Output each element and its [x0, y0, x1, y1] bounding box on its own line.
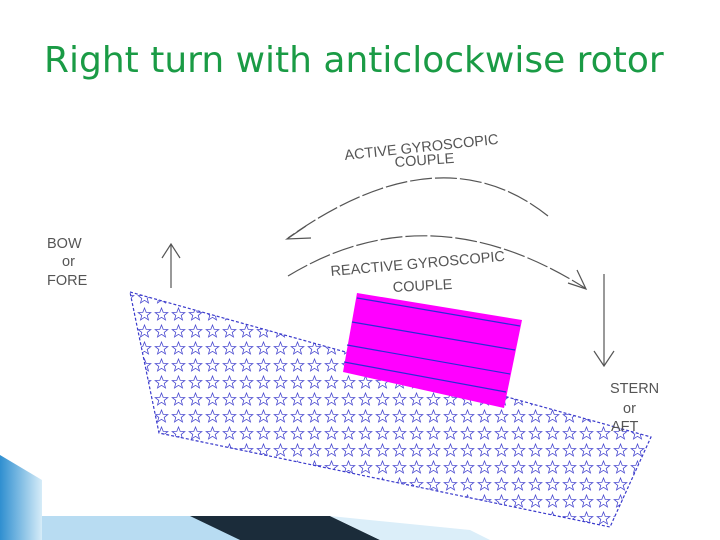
bow-label-line3: FORE [47, 273, 88, 289]
bow-up-arrow [161, 242, 181, 288]
bow-label-line1: BOW [47, 236, 82, 252]
reactive-couple-label-line1: REACTIVE GYROSCOPIC [330, 249, 506, 280]
slide-title: Right turn with anticlockwise rotor [44, 40, 664, 81]
rotor-block [343, 293, 522, 408]
stern-down-arrow [593, 274, 615, 368]
reactive-couple-label-line2: COUPLE [392, 277, 453, 296]
reactive-couple-arrow [287, 235, 588, 291]
active-couple-label-line2: COUPLE [394, 151, 455, 171]
stern-label-line1: STERN [610, 381, 659, 397]
stern-label-line2: or [623, 401, 636, 417]
bow-label-line2: or [62, 254, 75, 270]
active-couple-arrow [284, 177, 549, 240]
stern-label-line3: AFT [611, 419, 639, 435]
footer-decoration [0, 455, 490, 540]
